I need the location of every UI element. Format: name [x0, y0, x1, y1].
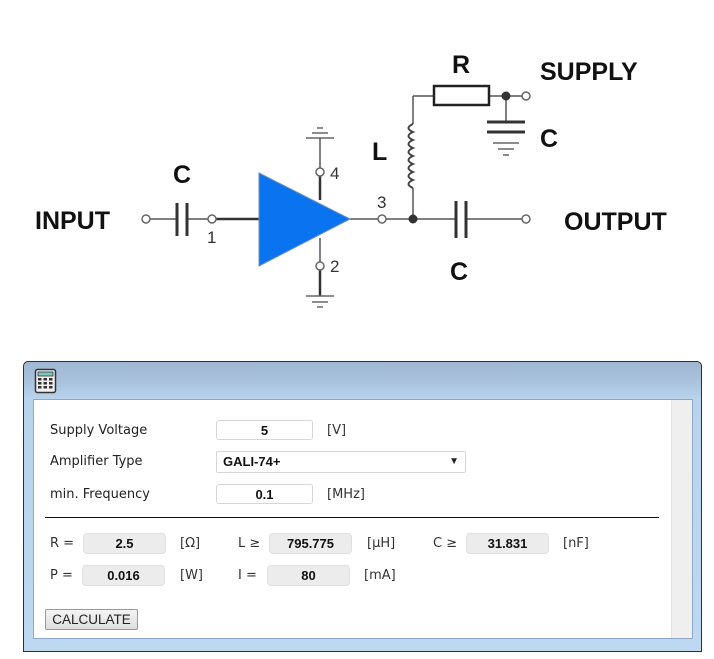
c-unit: [nF] [563, 536, 589, 551]
pin4-ground-icon [306, 127, 334, 139]
r-unit: [Ω] [180, 536, 201, 551]
l-symbol: L ≥ [238, 536, 261, 551]
window-titlebar [24, 362, 701, 398]
p-unit: [W] [180, 568, 203, 583]
output-junction-dot [408, 214, 418, 224]
supply-ground-icon [493, 142, 519, 156]
calculate-button[interactable]: CALCULATE [45, 609, 138, 630]
supply-voltage-input[interactable]: 5 [216, 420, 313, 440]
input-capacitor-symbol [175, 203, 189, 236]
supply-capacitor-label: C [540, 125, 558, 153]
pin2-ground-icon [306, 295, 334, 308]
input-capacitor-label: C [173, 161, 191, 189]
pin3-terminal [377, 214, 387, 224]
amplifier-type-row: Amplifier Type GALI-74+ ▼ [50, 451, 610, 473]
calculator-icon [34, 368, 57, 394]
form-divider [45, 517, 659, 518]
min-frequency-row: min. Frequency 0.1 [MHz] [50, 484, 610, 506]
min-frequency-label: min. Frequency [50, 487, 150, 502]
pin1-label: 1 [207, 228, 216, 247]
results-row-2: P = 0.016 [W] I = 80 [mA] [50, 565, 650, 587]
resistor-symbol [432, 84, 491, 107]
supply-junction-dot [501, 91, 511, 101]
amplifier-type-selected: GALI-74+ [223, 454, 281, 469]
resistor-label: R [452, 51, 470, 79]
amplifier-type-label: Amplifier Type [50, 454, 143, 469]
c-output: 31.831 [466, 533, 549, 554]
supply-voltage-unit: [V] [327, 423, 347, 438]
l-unit: [µH] [367, 536, 396, 551]
results-row-1: R = 2.5 [Ω] L ≥ 795.775 [µH] C ≥ 31.831 … [50, 533, 650, 555]
output-terminal [521, 214, 531, 224]
supply-terminal [521, 91, 531, 101]
output-capacitor-label: C [450, 258, 468, 286]
inductor-symbol [407, 123, 416, 189]
i-unit: [mA] [364, 568, 396, 583]
amplifier-triangle-icon [258, 172, 352, 267]
output-label: OUTPUT [564, 208, 667, 236]
input-label: INPUT [35, 207, 110, 235]
r-symbol: R = [50, 536, 75, 551]
vertical-scrollbar[interactable] [671, 400, 692, 638]
output-capacitor-symbol [454, 201, 468, 238]
input-terminal [141, 214, 151, 224]
amplifier-bias-schematic: INPUT OUTPUT SUPPLY R L C C C 1 2 3 4 [35, 51, 667, 308]
calculator-form: Supply Voltage 5 [V] Amplifier Type GALI… [33, 399, 693, 639]
l-output: 795.775 [269, 533, 352, 554]
chevron-down-icon[interactable]: ▼ [449, 456, 459, 467]
supply-label: SUPPLY [540, 58, 638, 86]
pin1-terminal [207, 214, 217, 224]
p-symbol: P = [50, 568, 73, 583]
pin2-terminal [315, 261, 325, 271]
supply-voltage-row: Supply Voltage 5 [V] [50, 420, 610, 442]
min-frequency-input[interactable]: 0.1 [216, 484, 313, 504]
r-output: 2.5 [83, 533, 166, 554]
supply-voltage-label: Supply Voltage [50, 423, 148, 438]
inductor-label: L [372, 138, 387, 166]
calculator-window: Supply Voltage 5 [V] Amplifier Type GALI… [23, 361, 702, 652]
pin4-terminal [315, 167, 325, 177]
c-symbol: C ≥ [433, 536, 458, 551]
pin4-label: 4 [330, 164, 339, 183]
p-output: 0.016 [82, 565, 165, 586]
amplifier-type-select[interactable]: GALI-74+ ▼ [216, 451, 466, 473]
pin3-label: 3 [377, 193, 386, 212]
min-frequency-unit: [MHz] [327, 487, 365, 502]
i-output: 80 [267, 565, 350, 586]
pin2-label: 2 [330, 257, 339, 276]
i-symbol: I = [238, 568, 257, 583]
supply-capacitor-symbol [487, 120, 525, 134]
